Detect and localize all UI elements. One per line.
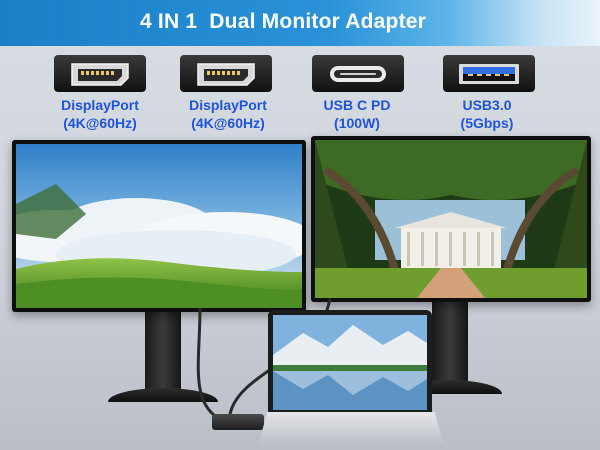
usb-a-icon [443, 55, 535, 92]
displayport-icon [180, 55, 272, 92]
port-label-displayport-2: DisplayPort (4K@60Hz) [168, 96, 288, 132]
port-name: USB C PD [323, 97, 391, 113]
right-monitor-stand [432, 298, 468, 384]
port-spec: (100W) [334, 115, 380, 131]
port-spec: (4K@60Hz) [63, 115, 137, 131]
left-monitor-stand [145, 300, 181, 392]
port-name: USB3.0 [462, 97, 512, 113]
laptop [268, 310, 432, 414]
laptop-keyboard-base [258, 412, 444, 446]
port-name: DisplayPort [189, 97, 267, 113]
displayport-icon [54, 55, 146, 92]
page-title: 4 IN 1 Dual Monitor Adapter [140, 10, 427, 33]
usb-c-icon [312, 55, 404, 92]
laptop-screen [273, 315, 427, 410]
port-spec: (5Gbps) [460, 115, 514, 131]
left-monitor-screen [16, 144, 302, 308]
left-monitor-base [108, 388, 218, 402]
left-monitor [12, 140, 306, 312]
port-label-displayport-1: DisplayPort (4K@60Hz) [40, 96, 160, 132]
title-banner: 4 IN 1 Dual Monitor Adapter [0, 0, 600, 46]
right-monitor [311, 136, 591, 302]
usb-c-hub [212, 414, 264, 430]
right-monitor-screen [315, 140, 587, 298]
port-name: DisplayPort [61, 97, 139, 113]
port-spec: (4K@60Hz) [191, 115, 265, 131]
port-label-usb-c: USB C PD (100W) [297, 96, 417, 132]
port-label-usb3: USB3.0 (5Gbps) [427, 96, 547, 132]
